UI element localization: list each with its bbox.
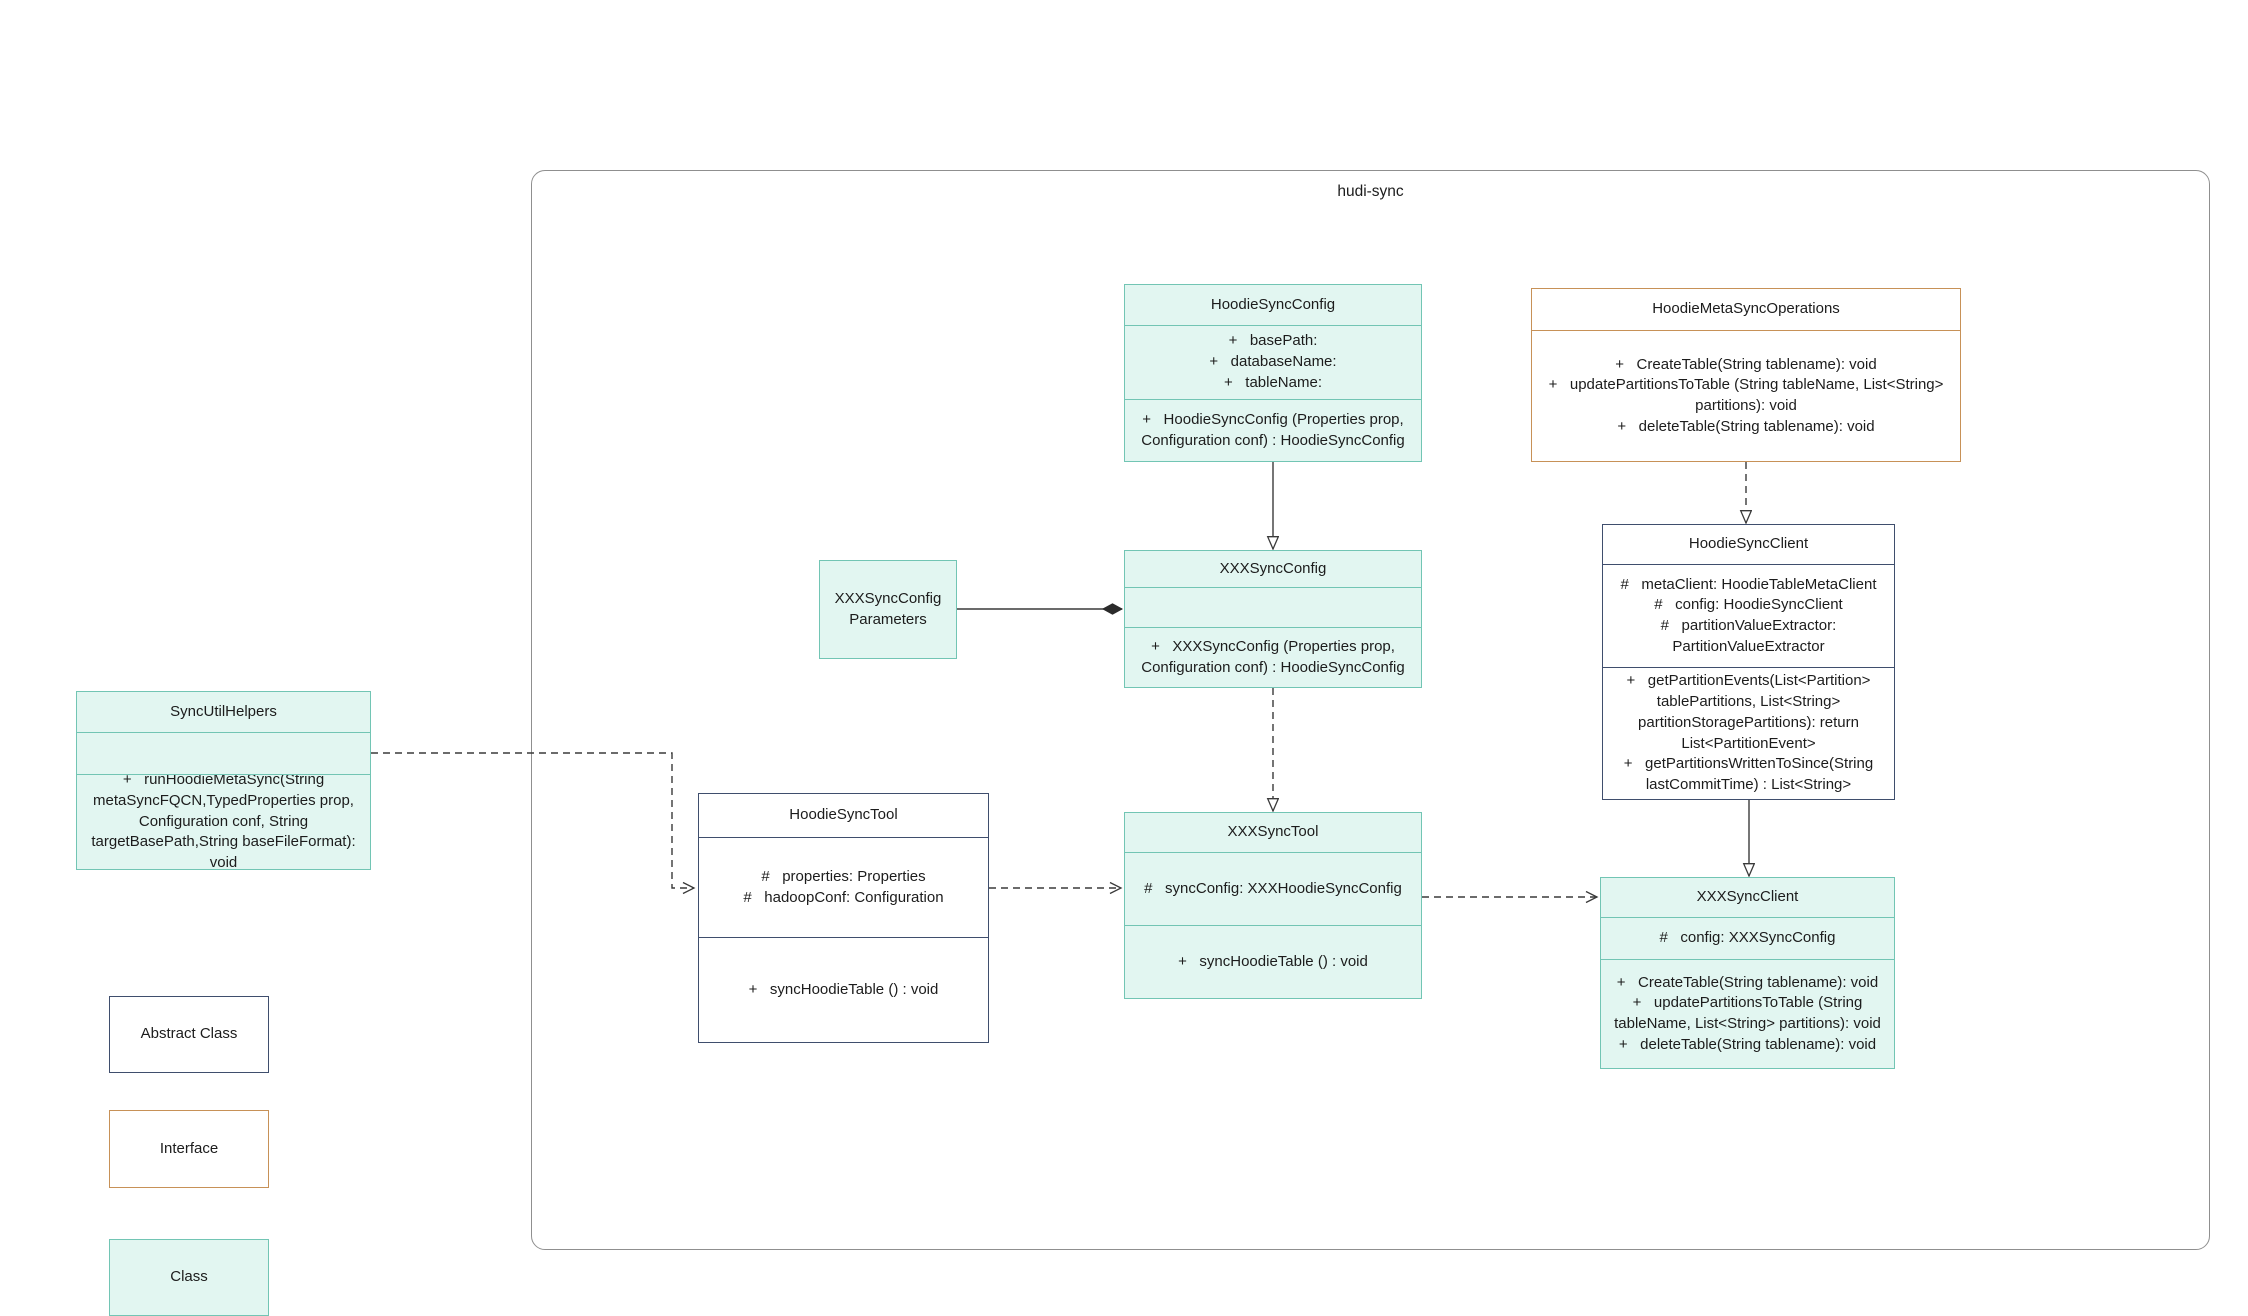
- attribute: # properties: Properties: [761, 867, 926, 885]
- attributes-section: # config: XXXSyncConfig: [1601, 917, 1894, 959]
- attributes-section: # properties: Properties # hadoopConf: C…: [699, 837, 988, 937]
- interface-box-hoodiemetasyncoperations: HoodieMetaSyncOperations + CreateTable(S…: [1531, 288, 1961, 462]
- legend-class: Class: [109, 1239, 269, 1316]
- attribute: + tableName:: [1224, 373, 1322, 391]
- attribute: # config: HoodieSyncClient: [1654, 596, 1843, 614]
- method: + XXXSyncConfig (Properties prop, Config…: [1141, 637, 1405, 676]
- method: + updatePartitionsToTable (String tableN…: [1548, 376, 1948, 414]
- method: + getPartitionsWrittenToSince(String las…: [1623, 755, 1878, 793]
- attributes-section: # metaClient: HoodieTableMetaClient # co…: [1603, 564, 1894, 667]
- methods-section: + getPartitionEvents(List<Partition> tab…: [1603, 667, 1894, 799]
- class-title: HoodieSyncClient: [1688, 535, 1809, 553]
- method: + getPartitionEvents(List<Partition> tab…: [1626, 672, 1875, 752]
- methods-section: + XXXSyncConfig (Properties prop, Config…: [1125, 627, 1421, 687]
- attribute: # metaClient: HoodieTableMetaClient: [1620, 575, 1877, 593]
- attribute: # config: XXXSyncConfig: [1659, 929, 1836, 947]
- attribute: + databaseName:: [1209, 353, 1337, 371]
- methods-section: + HoodieSyncConfig (Properties prop, Con…: [1125, 399, 1421, 461]
- method: + HoodieSyncConfig (Properties prop, Con…: [1141, 410, 1408, 449]
- hudi-sync-container: hudi-sync: [531, 170, 2210, 1250]
- legend-interface: Interface: [109, 1110, 269, 1188]
- class-title: HoodieSyncConfig: [1210, 295, 1336, 313]
- methods-section: + CreateTable(String tablename): void + …: [1601, 959, 1894, 1068]
- attributes-section: [1125, 587, 1421, 627]
- class-box-xxxsyncconfig: XXXSyncConfig + XXXSyncConfig (Propertie…: [1124, 550, 1422, 688]
- class-box-xxxsyncclient: XXXSyncClient # config: XXXSyncConfig + …: [1600, 877, 1895, 1069]
- class-title: HoodieSyncTool: [789, 806, 898, 824]
- arrow-syncutilhelpers-to-hoodiesynctool: [371, 752, 696, 895]
- class-box-hoodiesynctool: HoodieSyncTool # properties: Properties …: [698, 793, 989, 1043]
- legend-label: Interface: [159, 1139, 219, 1157]
- method: + syncHoodieTable () : void: [1178, 952, 1368, 970]
- class-box-syncutilhelpers: SyncUtilHelpers + runHoodieMetaSync(Stri…: [76, 691, 371, 870]
- attributes-section: [77, 732, 370, 774]
- methods-section: + runHoodieMetaSync(String metaSyncFQCN,…: [77, 774, 370, 869]
- class-title: HoodieMetaSyncOperations: [1652, 300, 1840, 318]
- class-title: XXXSyncConfigParameters: [834, 589, 942, 628]
- legend-label: Abstract Class: [140, 1025, 238, 1043]
- class-box-hoodiesyncconfig: HoodieSyncConfig + basePath: + databaseN…: [1124, 284, 1422, 462]
- method: + runHoodieMetaSync(String metaSyncFQCN,…: [91, 774, 360, 869]
- methods-section: + syncHoodieTable () : void: [699, 937, 988, 1042]
- method: + CreateTable(String tablename): void: [1616, 973, 1879, 991]
- class-title: SyncUtilHelpers: [170, 702, 277, 720]
- legend-label: Class: [170, 1268, 208, 1286]
- attribute: # partitionValueExtractor: PartitionValu…: [1660, 617, 1841, 655]
- attribute: # hadoopConf: Configuration: [743, 888, 944, 906]
- attributes-section: # syncConfig: XXXHoodieSyncConfig: [1125, 852, 1421, 925]
- class-title: XXXSyncClient: [1696, 888, 1799, 906]
- method: + updatePartitionsToTable (String tableN…: [1614, 994, 1881, 1032]
- class-title: XXXSyncConfig: [1219, 559, 1327, 577]
- methods-section: + syncHoodieTable () : void: [1125, 925, 1421, 998]
- container-label: hudi-sync: [1337, 183, 1404, 200]
- method: + syncHoodieTable () : void: [748, 980, 939, 998]
- class-box-hoodiesyncclient: HoodieSyncClient # metaClient: HoodieTab…: [1602, 524, 1895, 800]
- method: + deleteTable(String tablename): void: [1618, 1035, 1877, 1053]
- attributes-section: + basePath: + databaseName: + tableName:: [1125, 325, 1421, 399]
- method: + deleteTable(String tablename): void: [1617, 417, 1875, 435]
- class-box-xxxsynctool: XXXSyncTool # syncConfig: XXXHoodieSyncC…: [1124, 812, 1422, 999]
- attribute: # syncConfig: XXXHoodieSyncConfig: [1144, 879, 1402, 897]
- class-title: XXXSyncTool: [1227, 823, 1319, 841]
- attribute: + basePath:: [1228, 332, 1318, 350]
- class-box-xxxsyncconfigparameters: XXXSyncConfigParameters: [819, 560, 957, 659]
- legend-abstract-class: Abstract Class: [109, 996, 269, 1073]
- methods-section: + CreateTable(String tablename): void + …: [1532, 330, 1960, 461]
- method: + CreateTable(String tablename): void: [1615, 355, 1877, 373]
